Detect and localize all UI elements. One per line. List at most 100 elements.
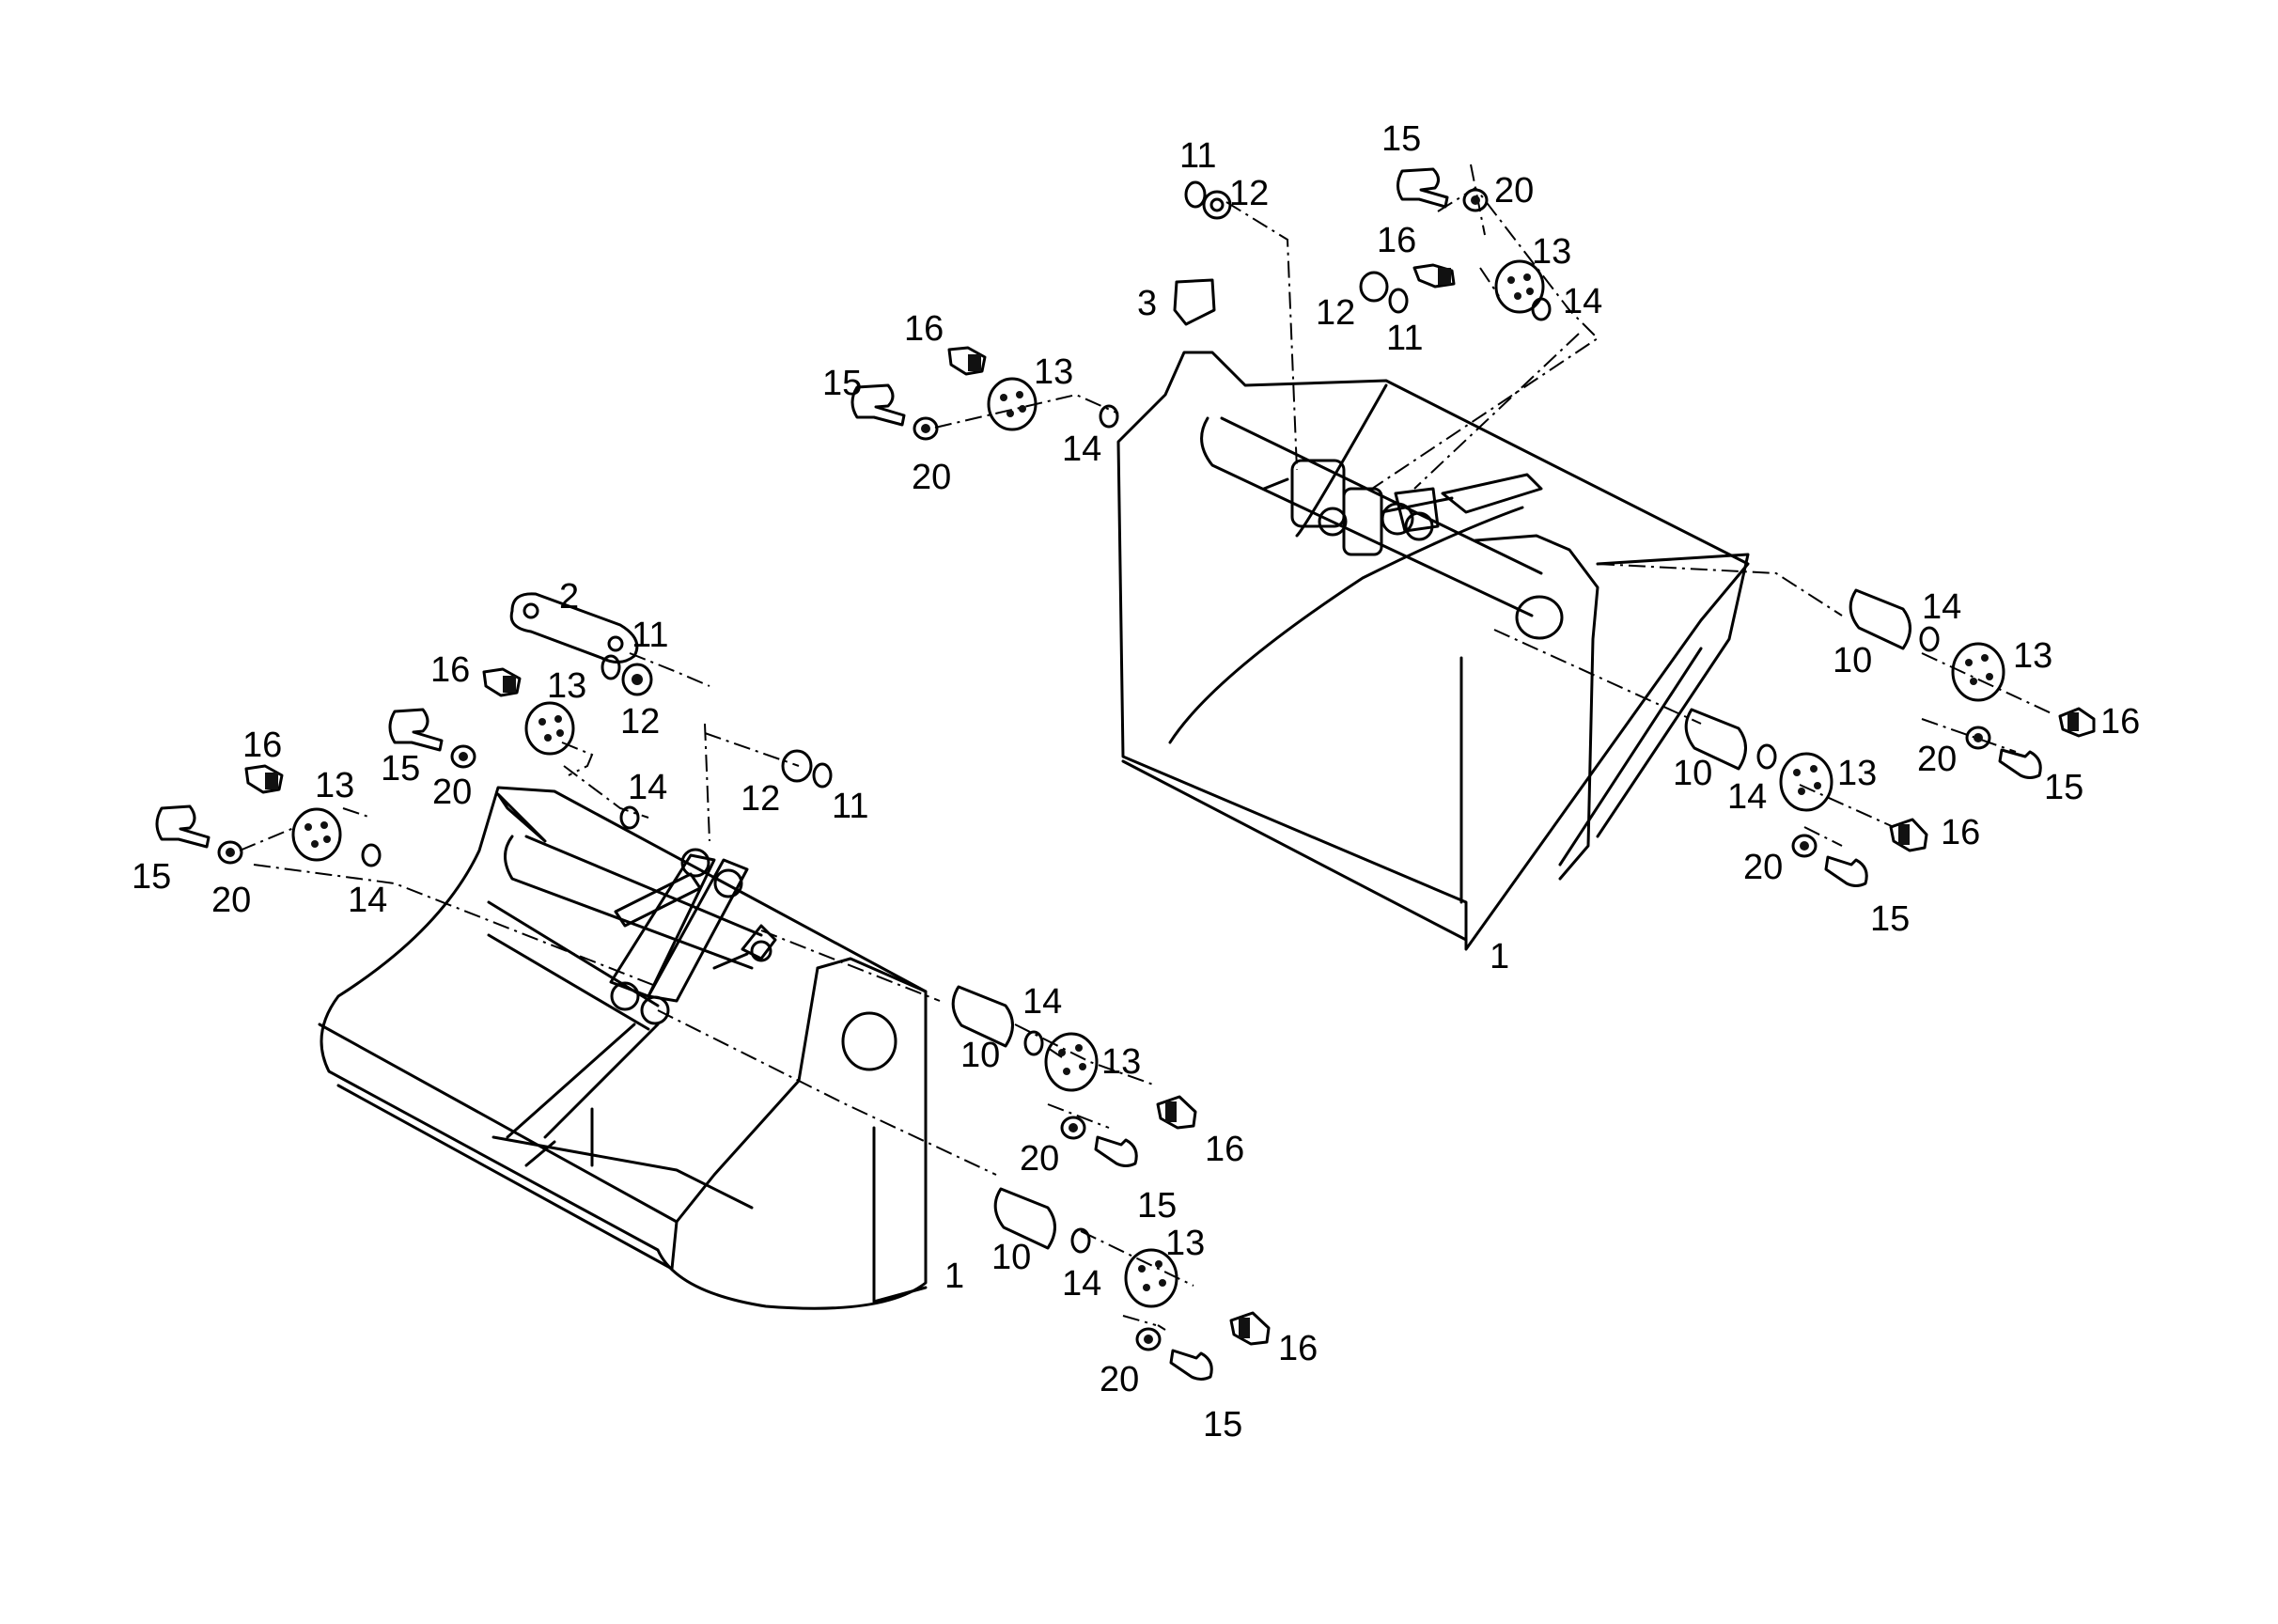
cover-plate-icon [291, 807, 342, 862]
callout-10: 10 [1673, 754, 1712, 793]
bushing-icon [781, 749, 813, 783]
callout-20: 20 [1020, 1139, 1059, 1179]
callout-20: 20 [1100, 1360, 1139, 1399]
washer-icon [1791, 834, 1818, 858]
callout-12: 12 [620, 702, 660, 742]
cover-plate-icon [1044, 1032, 1099, 1092]
washer-icon [217, 840, 243, 865]
callout-13: 13 [1532, 232, 1571, 272]
bushing-icon [621, 663, 653, 696]
washer-icon [913, 416, 939, 441]
callout-15: 15 [2044, 768, 2083, 807]
callout-11: 11 [1386, 319, 1423, 358]
lower-bucket [318, 786, 928, 1310]
grease-nipple-icon [482, 667, 522, 697]
o-ring-icon [1531, 297, 1552, 321]
callout-16: 16 [1941, 813, 1980, 852]
grease-nipple-icon [1889, 818, 1928, 852]
callout-14: 14 [348, 881, 387, 920]
link-plate-icon [509, 592, 639, 664]
o-ring-icon [619, 805, 640, 830]
bushing-icon [1359, 271, 1389, 303]
grease-nipple-icon [2058, 707, 2096, 738]
bushing-icon [1202, 190, 1232, 220]
lower-callouts: 2 11 16 13 12 15 20 16 13 14 12 11 15 20… [132, 577, 1318, 1444]
pin-icon [993, 1187, 1056, 1250]
callout-15: 15 [132, 857, 171, 897]
callout-12: 12 [741, 779, 780, 819]
callout-16: 16 [904, 309, 944, 349]
callout-11: 11 [832, 787, 868, 826]
bolt-icon [1396, 167, 1449, 209]
o-ring-icon [1099, 404, 1119, 429]
callout-14: 14 [1022, 982, 1062, 1022]
o-ring-icon [1184, 180, 1207, 209]
o-ring-icon [361, 843, 382, 867]
callout-20: 20 [1917, 740, 1957, 779]
lower-parts [155, 592, 1271, 1381]
o-ring-icon [601, 654, 621, 680]
callout-1: 1 [944, 1257, 964, 1296]
upper-leader-lines [934, 164, 2054, 847]
bolt-icon [1094, 1135, 1138, 1167]
upper-bucket [1116, 351, 1750, 951]
callout-20: 20 [1494, 171, 1534, 211]
cover-plate-icon [524, 701, 575, 756]
lower-leader-lines [239, 652, 1194, 1331]
callout-14: 14 [1563, 282, 1602, 321]
cover-plate-icon [1124, 1248, 1178, 1308]
grease-nipple-icon [1229, 1311, 1271, 1346]
callout-11: 11 [1179, 136, 1216, 176]
callout-15: 15 [822, 364, 862, 403]
cover-plate-icon [1494, 259, 1545, 314]
bolt-icon [1169, 1349, 1213, 1381]
callout-20: 20 [1743, 848, 1783, 887]
callout-10: 10 [1833, 641, 1872, 680]
grease-nipple-icon [1156, 1095, 1197, 1130]
pin-icon [951, 985, 1014, 1048]
callout-15: 15 [1203, 1405, 1242, 1444]
o-ring-icon [1023, 1030, 1044, 1056]
grease-nipple-icon [947, 346, 987, 376]
callout-13: 13 [547, 666, 586, 706]
callout-3: 3 [1137, 284, 1157, 323]
cover-plate-icon [1779, 752, 1833, 812]
callout-14: 14 [1922, 587, 1961, 627]
pin-icon [1849, 588, 1911, 650]
callout-16: 16 [430, 650, 470, 690]
callout-2: 2 [559, 577, 579, 617]
callout-10: 10 [960, 1036, 1000, 1075]
callout-16: 16 [1377, 221, 1416, 260]
grease-nipple-icon [244, 764, 284, 794]
callout-16: 16 [1278, 1329, 1318, 1368]
grease-nipple-icon [1412, 263, 1456, 289]
callout-13: 13 [1101, 1042, 1141, 1082]
callout-20: 20 [432, 773, 472, 812]
callout-1: 1 [1490, 937, 1509, 976]
callout-20: 20 [211, 881, 251, 920]
callout-11: 11 [632, 616, 668, 655]
cover-plate-icon [987, 377, 1038, 431]
o-ring-icon [812, 762, 833, 789]
callout-14: 14 [1062, 429, 1101, 469]
o-ring-icon [1756, 743, 1777, 770]
bolt-icon [1998, 748, 2042, 779]
callout-15: 15 [1870, 899, 1910, 939]
pin-icon [1684, 708, 1747, 771]
callout-13: 13 [1165, 1224, 1205, 1263]
upper-parts [850, 167, 2096, 887]
callout-14: 14 [1727, 777, 1767, 817]
callout-12: 12 [1316, 293, 1355, 333]
o-ring-icon [1070, 1227, 1091, 1254]
callout-13: 13 [1034, 352, 1073, 392]
callout-15: 15 [1137, 1186, 1177, 1226]
callout-20: 20 [912, 458, 951, 497]
pad-icon [1173, 278, 1216, 326]
washer-icon [1462, 188, 1489, 212]
callout-14: 14 [1062, 1264, 1101, 1304]
bolt-icon [850, 383, 906, 427]
washer-icon [450, 744, 476, 769]
o-ring-icon [1919, 626, 1940, 652]
o-ring-icon [1388, 288, 1409, 314]
